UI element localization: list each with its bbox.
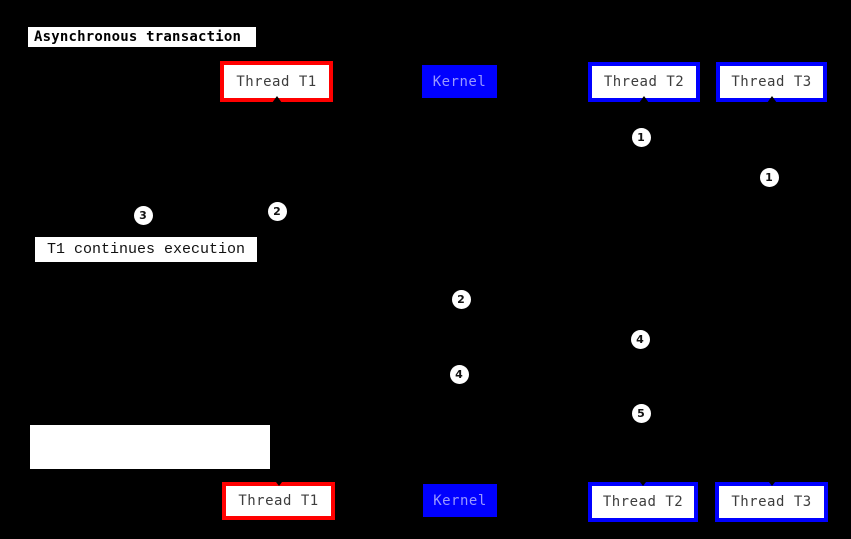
sequence-number-marker-7: 4 bbox=[449, 364, 469, 384]
actor-box-kernel-top: Kernel bbox=[422, 65, 497, 98]
lifeline-notch-thread-t3-top-row bbox=[766, 96, 777, 103]
sequence-number-marker-4: 3 bbox=[133, 205, 153, 225]
note-box: T1 continues execution bbox=[35, 237, 257, 262]
sequence-number-marker-1: 1 bbox=[631, 127, 651, 147]
diagram-title: Asynchronous transaction bbox=[28, 27, 256, 47]
sequence-number-marker-5: 2 bbox=[451, 289, 471, 309]
lifeline-notch-thread-t2-top-row bbox=[639, 96, 649, 103]
actor-box-thread-t3-top: Thread T3 bbox=[716, 62, 827, 102]
empty-note-box bbox=[30, 425, 270, 469]
sequence-number-marker-3: 2 bbox=[267, 201, 287, 221]
actor-box-thread-t2-bottom: Thread T2 bbox=[588, 482, 698, 522]
sequence-number-marker-2: 1 bbox=[759, 167, 779, 187]
sequence-number-marker-8: 5 bbox=[631, 403, 651, 423]
lifeline-notch-thread-t1-top-row bbox=[271, 96, 282, 103]
actor-box-thread-t1-bottom: Thread T1 bbox=[222, 482, 335, 520]
lifeline-notch-thread-t2-bottom-row bbox=[637, 478, 649, 486]
lifeline-notch-thread-t1-bottom-row bbox=[272, 478, 285, 486]
actor-box-kernel-bottom: Kernel bbox=[423, 484, 497, 517]
lifeline-notch-thread-t3-bottom-row bbox=[765, 478, 778, 486]
sequence-number-marker-6: 4 bbox=[630, 329, 650, 349]
actor-box-thread-t3-bottom: Thread T3 bbox=[715, 482, 828, 522]
